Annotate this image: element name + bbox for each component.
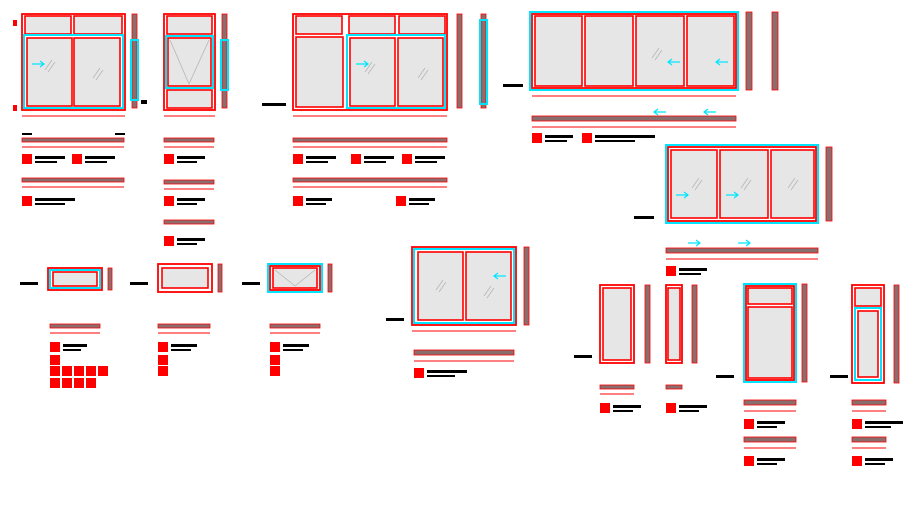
label-tag-icon xyxy=(72,154,82,164)
window-section-w2 xyxy=(220,13,229,109)
door-elevation-d3 xyxy=(716,283,808,383)
ventilator-plan-v2 xyxy=(157,323,211,376)
window-plan-w4 xyxy=(531,108,737,143)
label-tag-icon xyxy=(22,196,32,206)
door-elevation-d1 xyxy=(574,284,651,364)
window-plan-w6 xyxy=(413,349,515,378)
label-tag-icon xyxy=(22,154,32,164)
window-elevation-w5 xyxy=(634,144,819,224)
window-section-w4 xyxy=(745,11,779,91)
door-plan-d4 xyxy=(851,399,903,466)
window-section-w3 xyxy=(456,13,488,109)
window-elevation-w2 xyxy=(163,13,216,117)
door-elevation-d4 xyxy=(830,284,900,384)
door-elevation-d2 xyxy=(665,284,698,364)
window-plan-w2 xyxy=(163,137,215,246)
ventilator-plan-v1 xyxy=(49,323,108,388)
ventilator-plan-v3 xyxy=(269,323,321,376)
ventilator-elevation-v3 xyxy=(242,263,333,293)
window-elevation-w6 xyxy=(386,246,530,332)
door-plan-d2 xyxy=(665,384,707,413)
window-elevation-w3 xyxy=(262,13,448,117)
window-section-w1 xyxy=(130,13,147,109)
ventilator-elevation-v1 xyxy=(20,267,113,291)
window-plan-w3 xyxy=(292,137,448,206)
door-plan-d3 xyxy=(743,399,797,466)
ventilator-elevation-v2 xyxy=(130,263,223,293)
door-plan-d1 xyxy=(599,384,641,413)
window-elevation-w4 xyxy=(503,11,739,97)
window-plan-w1 xyxy=(21,133,125,206)
window-plan-w5 xyxy=(665,239,819,276)
window-section-w5 xyxy=(825,146,833,222)
sliding-arrow-icon xyxy=(32,60,45,68)
window-elevation-w1 xyxy=(13,13,126,117)
